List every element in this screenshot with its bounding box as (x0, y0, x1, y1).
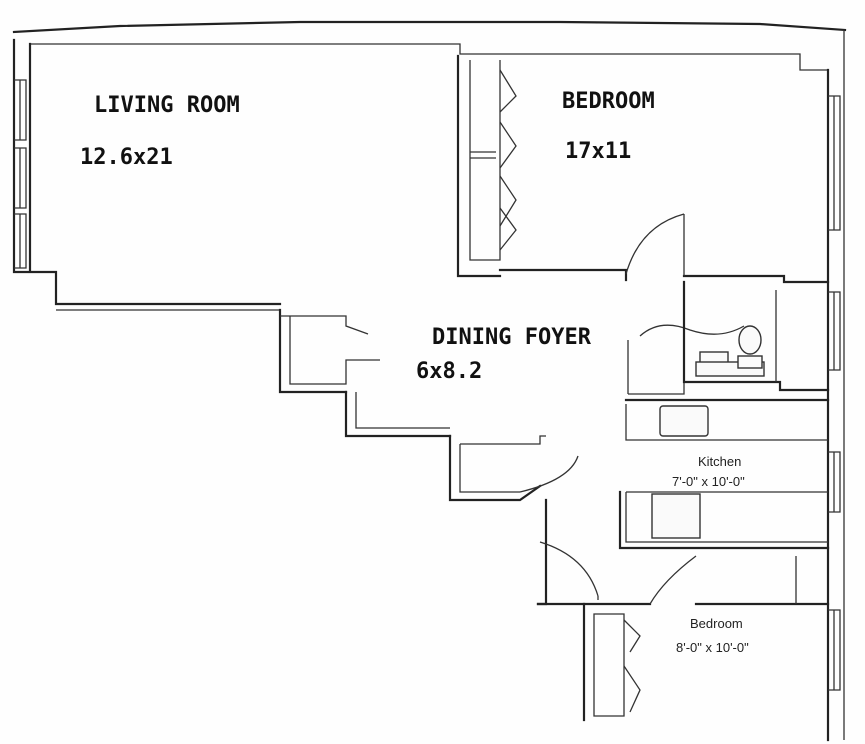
small-bedroom-window-right (828, 609, 841, 691)
bedroom-window-right (828, 95, 841, 231)
bathroom-toilet (738, 325, 762, 355)
kitchen-window-right (828, 451, 841, 513)
entry-door-swing (539, 541, 599, 597)
living-room-name: LIVING ROOM (94, 93, 240, 118)
living-room-window-1 (14, 79, 27, 141)
living-room-inner-left (28, 42, 282, 306)
living-room-window-3 (14, 213, 27, 269)
small-bedroom-closet-door-2 (623, 665, 641, 713)
bath-door-swing (639, 324, 745, 337)
exterior-wall-top (12, 20, 847, 34)
bedroom-bottom-wall-right (682, 274, 830, 284)
kitchen-top-counter (625, 404, 828, 441)
bedroom-bottom-wall-left (498, 268, 628, 282)
foyer-step-wall-1-inner (289, 316, 380, 385)
bedroom-small-name: Bedroom (690, 616, 743, 631)
closet-bifold-door-2 (499, 121, 517, 169)
hall-closet-wall (459, 435, 546, 493)
bedroom-door-swing (625, 213, 685, 275)
exterior-wall-top-inner (30, 43, 828, 71)
small-bedroom-door-swing (649, 555, 697, 605)
foyer-step-wall-1 (278, 308, 348, 394)
kitchen-sink (659, 405, 709, 437)
bathroom-walls (682, 280, 830, 392)
bath-door-frame (627, 330, 685, 395)
bath-window-right (828, 291, 841, 371)
kitchen-stove (651, 493, 701, 539)
dining-foyer-size: 6x8.2 (416, 359, 482, 384)
closet-bifold-door-1 (499, 69, 517, 113)
bedroom-closet-shelf (470, 151, 496, 159)
kitchen-name: Kitchen (698, 454, 741, 469)
bedroom-master-name: BEDROOM (562, 89, 655, 114)
dining-foyer-name: DINING FOYER (432, 325, 592, 350)
living-room-window-2 (14, 147, 27, 209)
foyer-step-wall-3 (448, 434, 542, 502)
kitchen-bottom-wall (618, 490, 830, 550)
foyer-step-wall-2 (344, 390, 452, 438)
bedroom-small-size: 8'-0" x 10'-0" (676, 640, 749, 655)
entry-corridor-wall (536, 498, 548, 606)
living-room-left-wall (12, 38, 30, 274)
small-bedroom-closet (593, 613, 625, 717)
bedroom-closet-wall (469, 60, 501, 261)
living-room-size: 12.6x21 (80, 145, 173, 170)
small-bedroom-closet-door-1 (623, 619, 641, 653)
bedroom-master-size: 17x11 (565, 139, 631, 164)
kitchen-bottom-counter (625, 491, 828, 543)
hall-closet-door-swing (519, 455, 579, 493)
closet-bifold-door-4 (499, 207, 517, 251)
foyer-step-wall-1-top (280, 315, 369, 335)
living-bedroom-partition (456, 54, 502, 278)
bathroom-toilet-tank (737, 355, 763, 369)
kitchen-size: 7'-0" x 10'-0" (672, 474, 745, 489)
closet-bifold-door-3 (499, 175, 517, 227)
foyer-step-wall-2-inner (355, 392, 450, 429)
